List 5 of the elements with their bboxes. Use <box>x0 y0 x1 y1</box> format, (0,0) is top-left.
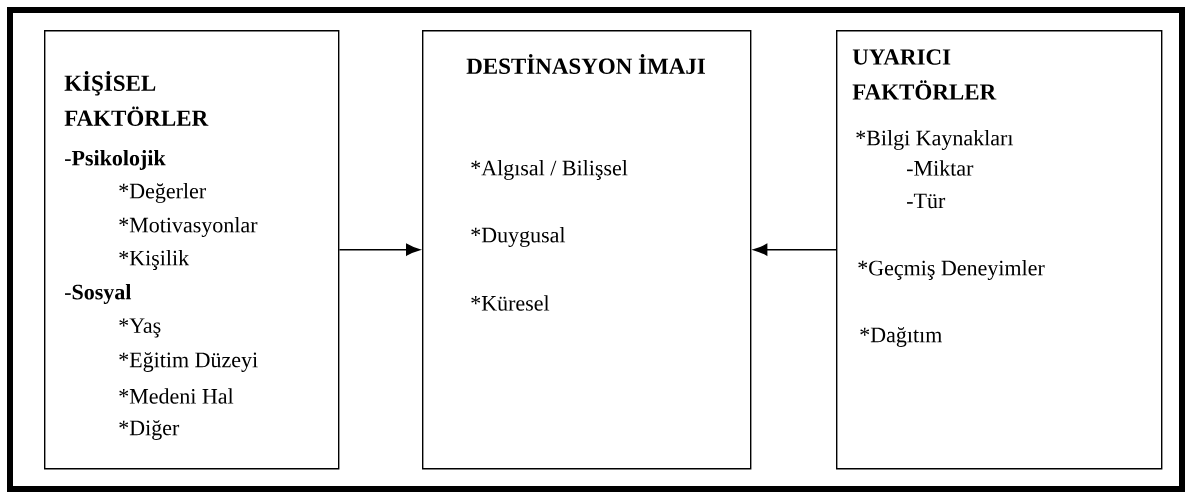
factor-box: DESTİNASYON İMAJI *Algısal / Bilişsel *Duygusal *Küresel <box>422 30 752 470</box>
factor-box: UYARICI FAKTÖRLER *Bilgi Kaynakları -Miktar -Tür *Geçmiş Deneyimler *Dağıtım <box>836 30 1163 470</box>
arrow <box>753 243 837 256</box>
arrow <box>338 243 421 256</box>
factor-box: KİŞİSEL FAKTÖRLER -Psikolojik *Değerler *Motivasyonlar *Kişilik -Sosyal *Yaş *Eğitim Düzeyi *Medeni Hal *Diğer <box>44 30 340 470</box>
